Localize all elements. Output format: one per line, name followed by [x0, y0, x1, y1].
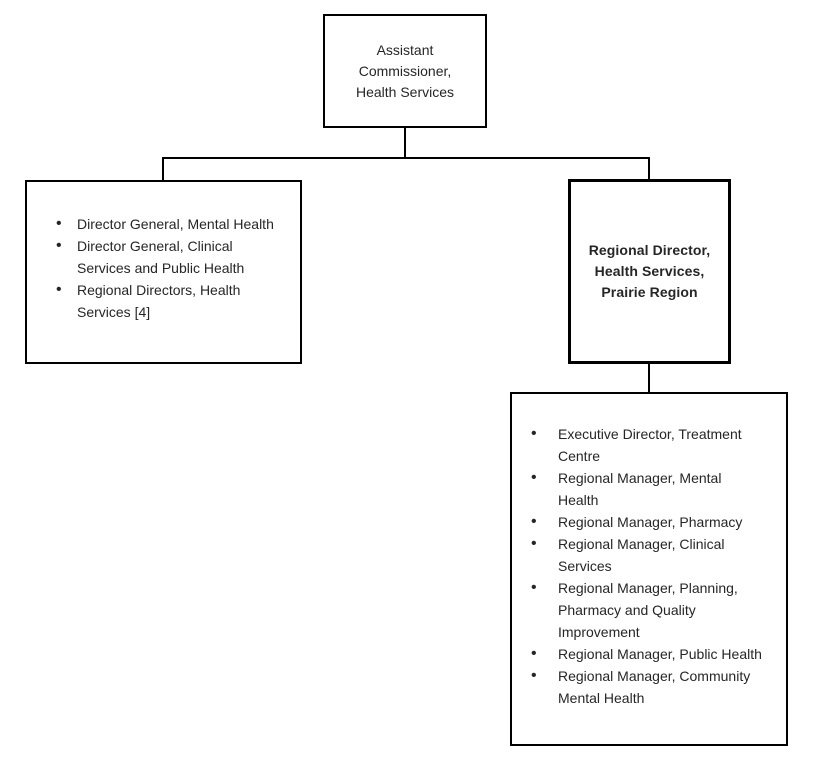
- list-item: Regional Manager, Planning, Pharmacy and…: [512, 577, 786, 643]
- list-item-text: Services [4]: [77, 304, 151, 320]
- list-item-text: Executive Director, Treatment: [558, 426, 742, 442]
- list-item: Regional Manager, Public Health: [512, 643, 786, 665]
- list-item-text: Regional Manager, Pharmacy: [558, 514, 743, 530]
- connector-top-vertical: [404, 128, 406, 158]
- list-item-text: Regional Directors, Health: [77, 282, 241, 298]
- box-title-line: Commissioner,: [358, 62, 452, 79]
- list-item-text: Health: [558, 492, 599, 508]
- list-item-text: Regional Manager, Mental: [558, 470, 722, 486]
- list-item-text: Centre: [558, 448, 601, 464]
- list-item-text: Services: [558, 558, 612, 574]
- box-assistant-commissioner: Assistant Commissioner, Health Services: [323, 14, 487, 128]
- connector-bottom-vertical: [648, 364, 650, 392]
- box-directors-list: Director General, Mental Health Director…: [25, 180, 302, 364]
- list-item-text: Improvement: [558, 624, 640, 640]
- box-title-line: Prairie Region: [601, 284, 698, 300]
- list-item: Regional Manager, Community Mental Healt…: [512, 665, 786, 709]
- box-title-line: Health Services,: [594, 263, 705, 279]
- box-title-line: Health Services: [355, 83, 455, 100]
- list-item: Regional Manager, Mental Health: [512, 467, 786, 511]
- list-item: Director General, Clinical Services and …: [27, 235, 300, 279]
- connector-left-vertical: [162, 157, 164, 180]
- list-item-text: Regional Manager, Clinical: [558, 536, 725, 552]
- list-item-text: Mental Health: [558, 690, 645, 706]
- list-item: Regional Directors, Health Services [4]: [27, 279, 300, 323]
- list-item: Regional Manager, Pharmacy: [512, 511, 786, 533]
- connector-right-vertical: [648, 157, 650, 179]
- box-regional-managers-list: Executive Director, Treatment Centre Reg…: [510, 392, 788, 746]
- list-item-text: Pharmacy and Quality: [558, 602, 696, 618]
- box-title-line: Regional Director,: [588, 242, 711, 258]
- list-item-text: Regional Manager, Planning,: [558, 580, 738, 596]
- list-item-text: Regional Manager, Community: [558, 668, 751, 684]
- list-item-text: Director General, Mental Health: [77, 216, 274, 232]
- connector-horizontal: [162, 157, 650, 159]
- list-item-text: Services and Public Health: [77, 260, 245, 276]
- list-item: Director General, Mental Health: [27, 213, 300, 235]
- box-regional-director-prairie: Regional Director, Health Services, Prai…: [568, 179, 731, 364]
- box-title-line: Assistant: [376, 41, 434, 58]
- list-item: Regional Manager, Clinical Services: [512, 533, 786, 577]
- list-item: Executive Director, Treatment Centre: [512, 423, 786, 467]
- list-item-text: Regional Manager, Public Health: [558, 646, 762, 662]
- list-item-text: Director General, Clinical: [77, 238, 233, 254]
